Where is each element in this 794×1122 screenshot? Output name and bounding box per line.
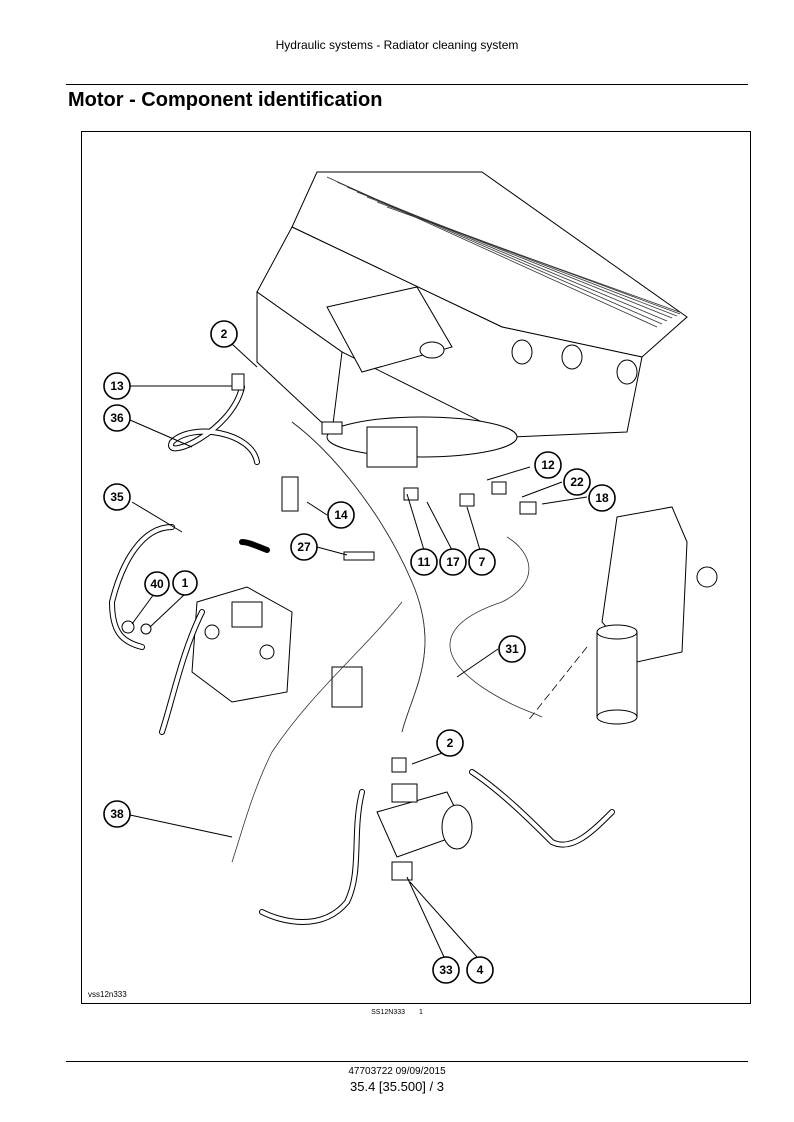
svg-text:7: 7 xyxy=(479,555,486,569)
svg-text:35: 35 xyxy=(110,490,124,504)
caption-number: 1 xyxy=(418,1009,423,1016)
hydraulic-motor xyxy=(376,783,473,881)
svg-text:13: 13 xyxy=(110,379,124,393)
svg-text:14: 14 xyxy=(334,508,348,522)
svg-text:22: 22 xyxy=(570,475,584,489)
callout-35: 35 xyxy=(103,483,131,511)
svg-text:38: 38 xyxy=(110,807,124,821)
callout-11: 11 xyxy=(410,548,438,576)
svg-text:36: 36 xyxy=(110,411,124,425)
callout-18: 18 xyxy=(588,484,616,512)
svg-text:33: 33 xyxy=(439,963,453,977)
svg-text:11: 11 xyxy=(418,555,431,569)
top-rule xyxy=(66,84,748,85)
callout-36: 36 xyxy=(103,404,131,432)
svg-text:40: 40 xyxy=(150,577,164,591)
hose-lines xyxy=(108,384,615,925)
svg-text:1: 1 xyxy=(182,576,189,590)
caption-code: SS12N333 xyxy=(371,1009,405,1016)
figure-frame: 2 13 36 12 22 18 35 14 xyxy=(81,131,751,1004)
callout-40: 40 xyxy=(144,571,170,597)
callout-27: 27 xyxy=(290,533,318,561)
page-number: 35.4 [35.500] / 3 xyxy=(350,1079,444,1094)
fittings xyxy=(121,373,537,773)
figure-caption: SS12N333 1 xyxy=(0,1009,794,1016)
callout-1: 1 xyxy=(172,570,198,596)
callout-4: 4 xyxy=(466,956,494,984)
callout-31: 31 xyxy=(498,635,526,663)
svg-text:18: 18 xyxy=(595,491,609,505)
document-id: 47703722 09/09/2015 xyxy=(348,1066,446,1077)
svg-text:2: 2 xyxy=(221,327,228,341)
svg-text:17: 17 xyxy=(446,555,460,569)
radiator-fins xyxy=(326,176,683,328)
callout-13: 13 xyxy=(103,372,131,400)
callout-22: 22 xyxy=(563,468,591,496)
valve-block-right xyxy=(526,506,718,725)
svg-text:27: 27 xyxy=(297,540,311,554)
running-header: Hydraulic systems - Radiator cleaning sy… xyxy=(275,38,519,52)
radiator-assembly xyxy=(256,171,688,468)
svg-text:12: 12 xyxy=(541,458,555,472)
callout-2-top: 2 xyxy=(210,320,238,348)
callout-14: 14 xyxy=(327,501,355,529)
callout-33: 33 xyxy=(432,956,460,984)
callout-17: 17 xyxy=(439,548,467,576)
callout-2-bottom: 2 xyxy=(436,729,464,757)
svg-text:4: 4 xyxy=(477,963,484,977)
page-title: Motor - Component identification xyxy=(68,89,383,111)
control-valve-left xyxy=(191,586,363,708)
figure-code: vss12n333 xyxy=(88,990,127,999)
callout-12: 12 xyxy=(534,451,562,479)
leader-lines xyxy=(129,343,588,958)
callout-38: 38 xyxy=(103,800,131,828)
svg-text:2: 2 xyxy=(447,736,454,750)
callout-7: 7 xyxy=(468,548,496,576)
exploded-view-drawing: 2 13 36 12 22 18 35 14 xyxy=(103,171,718,984)
bottom-rule xyxy=(66,1061,748,1062)
svg-text:31: 31 xyxy=(505,642,519,656)
